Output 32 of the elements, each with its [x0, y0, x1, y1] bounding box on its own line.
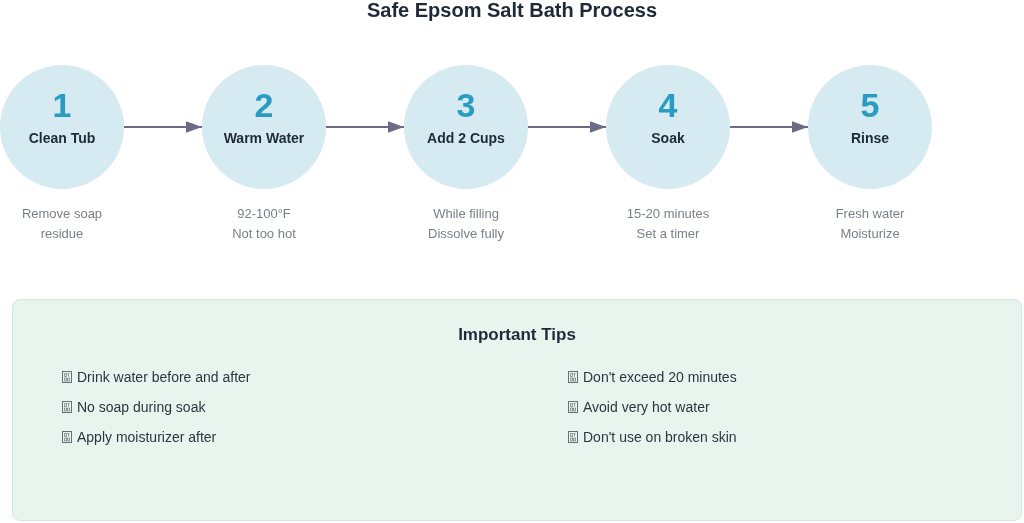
- step-number: 1: [52, 85, 72, 125]
- step-number: 3: [456, 85, 476, 125]
- step-note: Moisturize: [840, 225, 900, 243]
- step-note: 15-20 minutes: [626, 205, 710, 223]
- tip-text: Drink water before and after: [77, 369, 251, 385]
- panel-heading: Important Tips: [458, 324, 576, 346]
- step-title: Soak: [651, 129, 685, 147]
- step-note: Fresh water: [835, 205, 905, 223]
- step-note: Remove soap residue: [20, 205, 104, 243]
- arrow: [325, 121, 405, 133]
- step-note: Not too hot: [232, 225, 296, 243]
- step-title: Rinse: [850, 129, 890, 147]
- arrow: [123, 121, 203, 133]
- step-note: While filling: [433, 205, 499, 223]
- tip-text: Don't exceed 20 minutes: [583, 369, 737, 385]
- tip-text: Avoid very hot water: [583, 399, 710, 415]
- step-number: 5: [860, 85, 880, 125]
- step-number: 2: [254, 85, 274, 125]
- step-number: 4: [658, 85, 678, 125]
- tip-text: Apply moisturizer after: [77, 429, 217, 445]
- step-note: Set a timer: [636, 225, 700, 243]
- tip-text: Don't use on broken skin: [583, 429, 737, 445]
- tip-text: No soap during soak: [77, 399, 206, 415]
- arrow: [527, 121, 607, 133]
- tips-panel: [12, 299, 1022, 521]
- step-title: Warm Water: [223, 129, 305, 147]
- arrow: [729, 121, 809, 133]
- step-title: Clean Tub: [28, 129, 96, 147]
- step-note: Dissolve fully: [428, 225, 504, 243]
- diagram-title: Safe Epsom Salt Bath Process: [366, 0, 658, 22]
- step-title: Add 2 Cups: [427, 129, 505, 147]
- step-note: 92-100°F: [237, 205, 291, 223]
